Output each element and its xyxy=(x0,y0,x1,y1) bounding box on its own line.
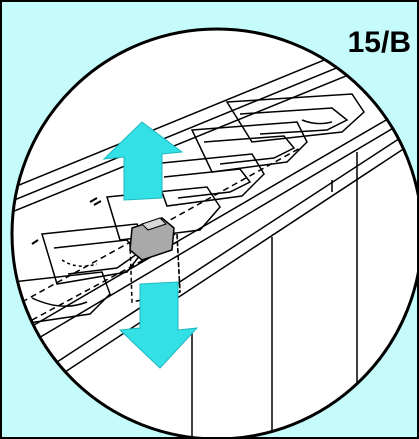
up-arrow xyxy=(102,121,184,201)
step-label: 15/B xyxy=(347,26,411,59)
tray-cup-1 xyxy=(225,93,365,143)
tray-cup-3 xyxy=(150,153,265,207)
cover-tab xyxy=(129,217,175,261)
tray-cup-4 xyxy=(106,186,221,241)
down-arrow xyxy=(118,281,199,369)
